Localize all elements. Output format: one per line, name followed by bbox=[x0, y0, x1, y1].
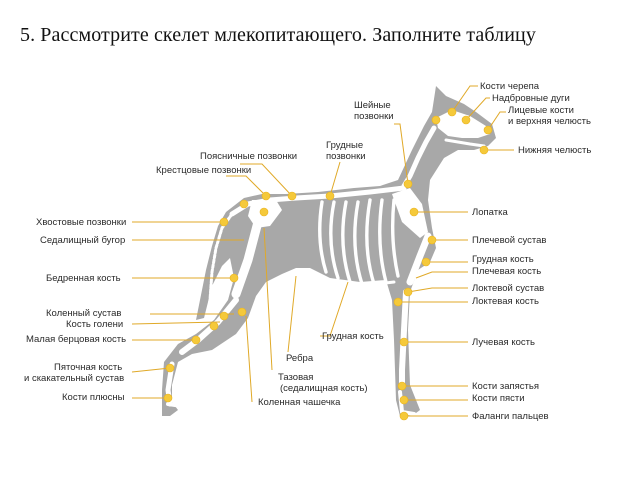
label-pelvis: Тазовая bbox=[278, 372, 313, 383]
label-carpals: Кости запястья bbox=[472, 381, 539, 392]
label-facial-bones-2: и верхняя челюсть bbox=[508, 116, 591, 127]
label-lumbar: Поясничные позвонки bbox=[200, 151, 297, 162]
page-title: 5. Рассмотрите скелет млекопитающего. За… bbox=[20, 24, 536, 46]
label-tail: Хвостовые позвонки bbox=[36, 217, 126, 228]
label-thoracic: Грудные bbox=[326, 140, 363, 151]
label-elbow-joint: Локтевой сустав bbox=[472, 283, 544, 294]
cervical-spine bbox=[401, 125, 437, 189]
front-forearm bbox=[399, 289, 409, 389]
label-femur: Бедренная кость bbox=[46, 273, 121, 284]
hind-lower-leg bbox=[179, 297, 239, 355]
label-shoulder-joint: Плечевой сустав bbox=[472, 235, 546, 246]
label-ulna: Локтевая кость bbox=[472, 296, 539, 307]
hind-upper-leg bbox=[231, 217, 263, 299]
label-ribs: Ребра bbox=[286, 353, 314, 364]
sternum-bone bbox=[328, 280, 396, 288]
label-lower-jaw: Нижняя челюсть bbox=[518, 145, 591, 156]
skull-bone bbox=[436, 110, 490, 138]
lower-jaw-bone bbox=[444, 138, 486, 148]
label-ischial-tuber: Седалищный бугор bbox=[40, 235, 125, 246]
labels: Кости черепа Надбровные дуги Лицевые кос… bbox=[24, 81, 591, 422]
label-phalanges: Фаланги пальцев bbox=[472, 411, 549, 422]
label-patella: Коленная чашечка bbox=[258, 397, 341, 408]
leader-lines bbox=[131, 85, 514, 417]
label-calcaneus: Пяточная кость bbox=[54, 362, 122, 373]
front-humerus bbox=[406, 232, 432, 286]
label-scapula: Лопатка bbox=[472, 207, 508, 218]
joint-markers bbox=[163, 107, 493, 421]
label-brow-ridges: Надбровные дуги bbox=[492, 93, 570, 104]
label-calcaneus-2: и скакательный сустав bbox=[24, 373, 124, 384]
label-fibula: Малая берцовая кость bbox=[26, 334, 126, 345]
label-tibia: Кость голени bbox=[66, 319, 123, 330]
label-sternum-right: Грудная кость bbox=[472, 254, 534, 265]
dog-silhouette bbox=[162, 86, 496, 416]
label-knee-joint: Коленный сустав bbox=[46, 308, 121, 319]
label-humerus: Плечевая кость bbox=[472, 266, 541, 277]
label-sacral: Крестцовые позвонки bbox=[156, 165, 251, 176]
label-pelvis-2: (седалищная кость) bbox=[280, 383, 368, 394]
label-metacarpals: Кости пясти bbox=[472, 393, 525, 404]
skeleton bbox=[165, 110, 490, 416]
label-facial-bones: Лицевые кости bbox=[508, 105, 574, 116]
label-sternum-bottom: Грудная кость bbox=[322, 331, 384, 342]
label-cervical-2: позвонки bbox=[354, 111, 394, 122]
ribcage bbox=[318, 198, 400, 286]
label-thoracic-2: позвонки bbox=[326, 151, 366, 162]
hind-foot bbox=[166, 402, 184, 408]
label-skull-bones: Кости черепа bbox=[480, 81, 540, 92]
label-radius: Лучевая кость bbox=[472, 337, 535, 348]
label-metatarsals: Кости плюсны bbox=[62, 392, 125, 403]
label-cervical: Шейные bbox=[354, 100, 391, 111]
